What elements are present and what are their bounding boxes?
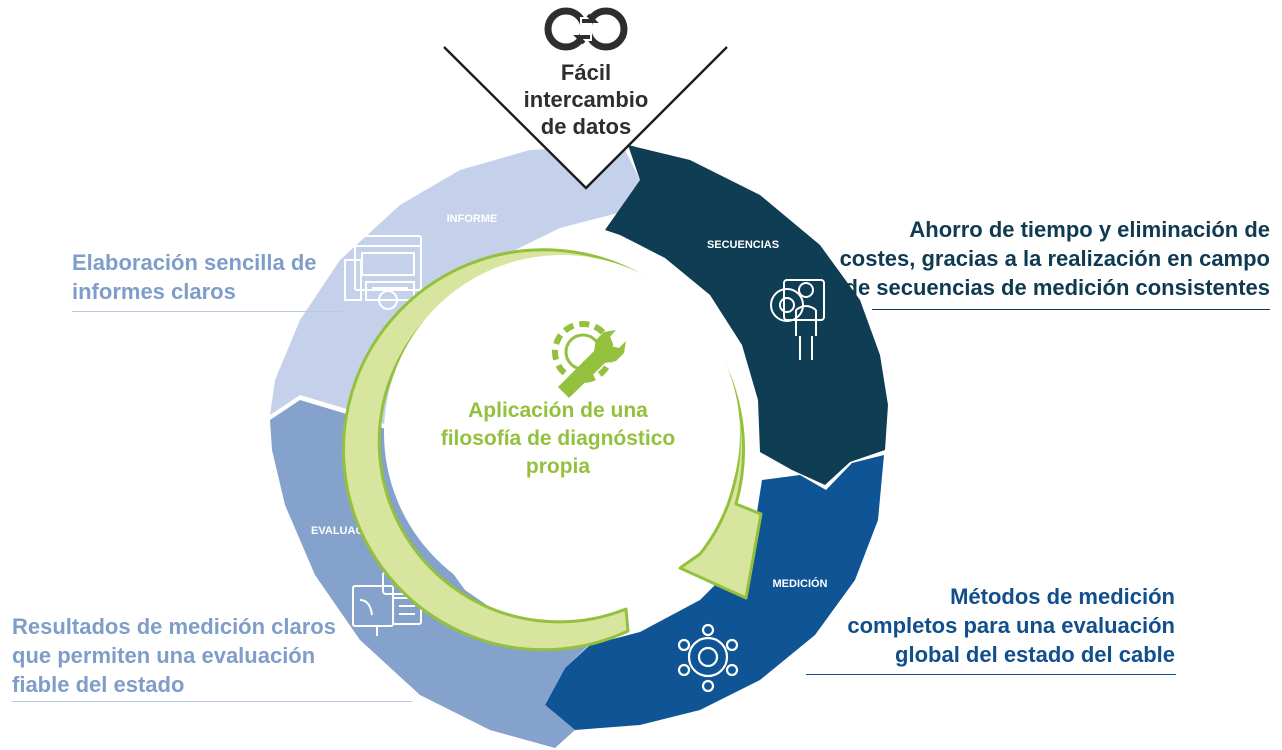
top-title-line3: de datos (541, 114, 631, 139)
rule-informe (72, 311, 342, 312)
center-title-line1: Aplicación de una (468, 399, 648, 422)
segment-label-informe: INFORME (447, 213, 498, 225)
segment-label-medicion: MEDICIÓN (773, 577, 828, 590)
note-evaluacion-line3: fiable del estado (12, 672, 185, 697)
note-secuencias-line3: de secuencias de medición consistentes (844, 275, 1271, 300)
rule-medicion (806, 674, 1176, 675)
note-evaluacion-line1: Resultados de medición claros (12, 614, 336, 639)
segment-secuencias (605, 145, 888, 485)
note-informe: Elaboración sencilla de informes claros (72, 248, 317, 306)
segment-medicion (545, 455, 884, 730)
gear-network-icon (677, 623, 739, 693)
center-disc (384, 255, 740, 611)
center-title-line3: propia (526, 455, 590, 478)
note-medicion: Métodos de medición completos para una e… (847, 582, 1175, 669)
center-title-line2: filosofía de diagnóstico (441, 427, 676, 450)
top-title-line2: intercambio (524, 87, 649, 112)
top-notch (443, 46, 728, 190)
note-secuencias: Ahorro de tiempo y eliminación de costes… (840, 215, 1270, 302)
gear-wrench-icon (552, 321, 626, 398)
link-refresh-icon (544, 7, 628, 51)
note-evaluacion-line2: que permiten una evaluación (12, 643, 316, 668)
person-gear-board-icon (770, 279, 825, 360)
note-medicion-line3: global del estado del cable (895, 642, 1175, 667)
top-title-line1: Fácil (561, 60, 611, 85)
note-secuencias-line1: Ahorro de tiempo y eliminación de (909, 217, 1270, 242)
note-medicion-line1: Métodos de medición (950, 584, 1175, 609)
segment-label-secuencias: SECUENCIAS (707, 239, 779, 251)
rule-evaluacion (12, 701, 412, 702)
note-medicion-line2: completos para una evaluación (847, 613, 1175, 638)
rule-secuencias (872, 309, 1270, 310)
note-informe-line2: informes claros (72, 279, 236, 304)
report-screens-icon (344, 235, 422, 310)
cycle-arrow (342, 248, 763, 652)
note-secuencias-line2: costes, gracias a la realización en camp… (839, 246, 1270, 271)
note-informe-line1: Elaboración sencilla de (72, 250, 317, 275)
note-evaluacion: Resultados de medición claros que permit… (12, 612, 336, 699)
